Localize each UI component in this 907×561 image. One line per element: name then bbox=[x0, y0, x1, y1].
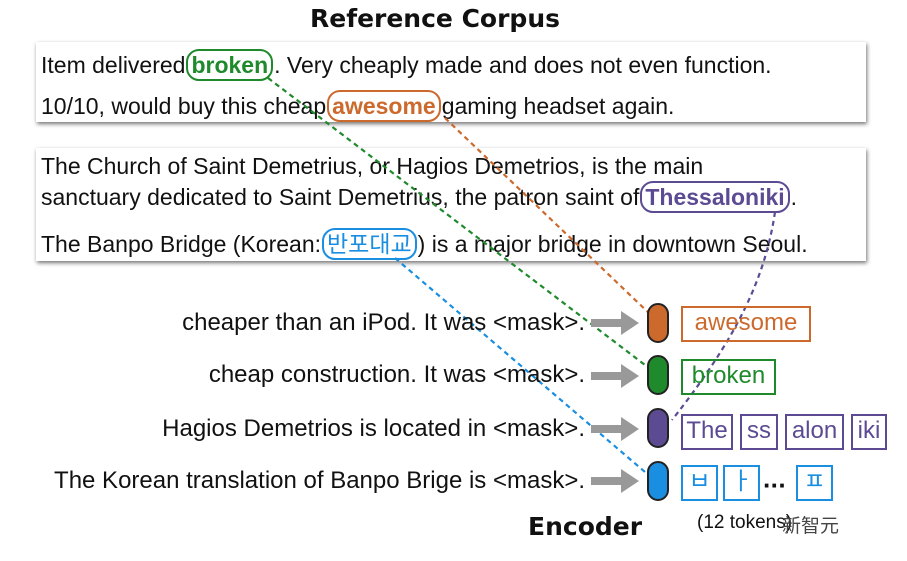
ellipsis: ··· bbox=[763, 470, 787, 500]
reference-text: The Banpo Bridge (Korean: bbox=[41, 231, 322, 257]
arrow-right-icon bbox=[591, 469, 639, 493]
encoder-label: Encoder bbox=[528, 512, 643, 541]
output-token-pieup: ㅍ bbox=[796, 465, 833, 501]
highlight-banpo-korean: 반포대교 bbox=[322, 228, 417, 260]
highlight-awesome: awesome bbox=[327, 90, 441, 122]
output-token-bieup: ㅂ bbox=[681, 465, 718, 501]
encoder-state-3 bbox=[647, 408, 669, 448]
highlight-thessaloniki: Thessaloniki bbox=[640, 181, 790, 213]
diagram-title: Reference Corpus bbox=[309, 4, 561, 33]
reference-text: . Very cheaply made and does not even fu… bbox=[274, 52, 772, 78]
reference-text: gaming headset again. bbox=[441, 93, 675, 119]
output-token-awesome: awesome bbox=[681, 306, 811, 342]
encoder-state-1 bbox=[647, 303, 669, 343]
reference-line-3: The Church of Saint Demetrius, or Hagios… bbox=[41, 153, 704, 179]
query-2: cheap construction. It was <mask>. bbox=[208, 361, 585, 388]
token-count-note: (12 tokens) bbox=[697, 512, 793, 533]
reference-text: sanctuary dedicated to Saint Demetrius, … bbox=[41, 184, 640, 210]
highlight-broken: broken bbox=[186, 49, 274, 81]
arrow-right-icon bbox=[591, 364, 639, 388]
output-token-a: ㅏ bbox=[723, 465, 760, 501]
query-1: cheaper than an iPod. It was <mask>. bbox=[182, 309, 585, 336]
output-token-alon: alon bbox=[785, 414, 844, 450]
arrow-right-icon bbox=[591, 417, 639, 441]
encoder-state-2 bbox=[647, 355, 669, 395]
output-token-the: The bbox=[681, 414, 733, 450]
reference-text: . bbox=[790, 184, 798, 210]
output-token-ss: ss bbox=[740, 414, 778, 450]
query-4: The Korean translation of Banpo Brige is… bbox=[54, 467, 585, 494]
arrow-right-icon bbox=[591, 311, 639, 335]
encoder-state-4 bbox=[647, 461, 669, 501]
output-token-broken: broken bbox=[681, 359, 776, 395]
query-3: Hagios Demetrios is located in <mask>. bbox=[162, 415, 585, 442]
reference-line-5: The Banpo Bridge (Korean:반포대교) is a majo… bbox=[41, 228, 808, 260]
reference-text: 10/10, would buy this cheap bbox=[41, 93, 327, 119]
reference-text: Item delivered bbox=[41, 52, 186, 78]
reference-text: ) is a major bridge in downtown Seoul. bbox=[417, 231, 808, 257]
output-token-iki: iki bbox=[851, 414, 887, 450]
watermark: 新智元 bbox=[782, 516, 840, 537]
reference-line-4: sanctuary dedicated to Saint Demetrius, … bbox=[41, 181, 797, 213]
